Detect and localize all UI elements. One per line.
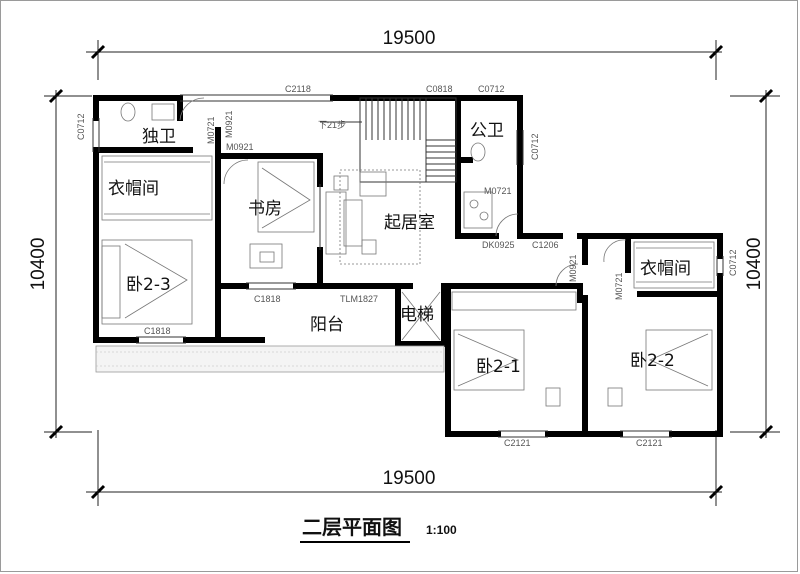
window-code: C2121 xyxy=(504,438,531,448)
room-label-closet-right: 衣帽间 xyxy=(640,259,691,279)
window-code: C0712 xyxy=(478,84,505,94)
staircase xyxy=(320,97,457,183)
room-label-bath-public: 公卫 xyxy=(470,121,504,141)
room-label-balcony: 阳台 xyxy=(310,315,344,335)
door-code: M0721 xyxy=(614,272,624,300)
room-label-living: 起居室 xyxy=(384,213,435,233)
room-label-bath-private: 独卫 xyxy=(142,127,176,147)
window-code: C0818 xyxy=(426,84,453,94)
walls xyxy=(93,95,723,437)
window-code: C1818 xyxy=(144,326,171,336)
room-label-elevator: 电梯 xyxy=(400,305,434,325)
room-label-closet-left: 衣帽间 xyxy=(108,179,159,199)
furniture xyxy=(101,97,715,407)
door-code: M0721 xyxy=(206,116,216,144)
room-label-bedroom-2-3: 卧2-3 xyxy=(126,275,171,295)
door-code: M0921 xyxy=(568,254,578,282)
room-label-study: 书房 xyxy=(248,199,282,219)
drawing-scale: 1:100 xyxy=(426,523,457,537)
stair-note: 下21步 xyxy=(318,120,346,130)
room-label-bedroom-2-2: 卧2-2 xyxy=(630,351,675,371)
window-code: C1818 xyxy=(254,294,281,304)
drawing-title: 二层平面图 xyxy=(302,515,402,539)
balcony-band xyxy=(95,345,445,373)
door-code: M0921 xyxy=(224,110,234,138)
room-label-bedroom-2-1: 卧2-1 xyxy=(476,357,521,377)
window-code: C1206 xyxy=(532,240,559,250)
window-code: C2118 xyxy=(285,84,311,94)
dimension-lines xyxy=(44,40,780,506)
window-code: C0712 xyxy=(76,113,86,140)
window-code: C0712 xyxy=(728,249,738,276)
bottom-dimension: 19500 xyxy=(383,468,436,489)
window-code: C0712 xyxy=(530,133,540,160)
door-code: M0721 xyxy=(484,186,512,196)
door-code: DK0925 xyxy=(482,240,515,250)
top-dimension: 19500 xyxy=(383,28,436,49)
window-code: C2121 xyxy=(636,438,663,448)
left-dimension: 10400 xyxy=(28,238,49,291)
door-code: M0921 xyxy=(226,142,254,152)
right-dimension: 10400 xyxy=(744,238,765,291)
windows xyxy=(92,94,724,438)
door-code: TLM1827 xyxy=(340,294,378,304)
